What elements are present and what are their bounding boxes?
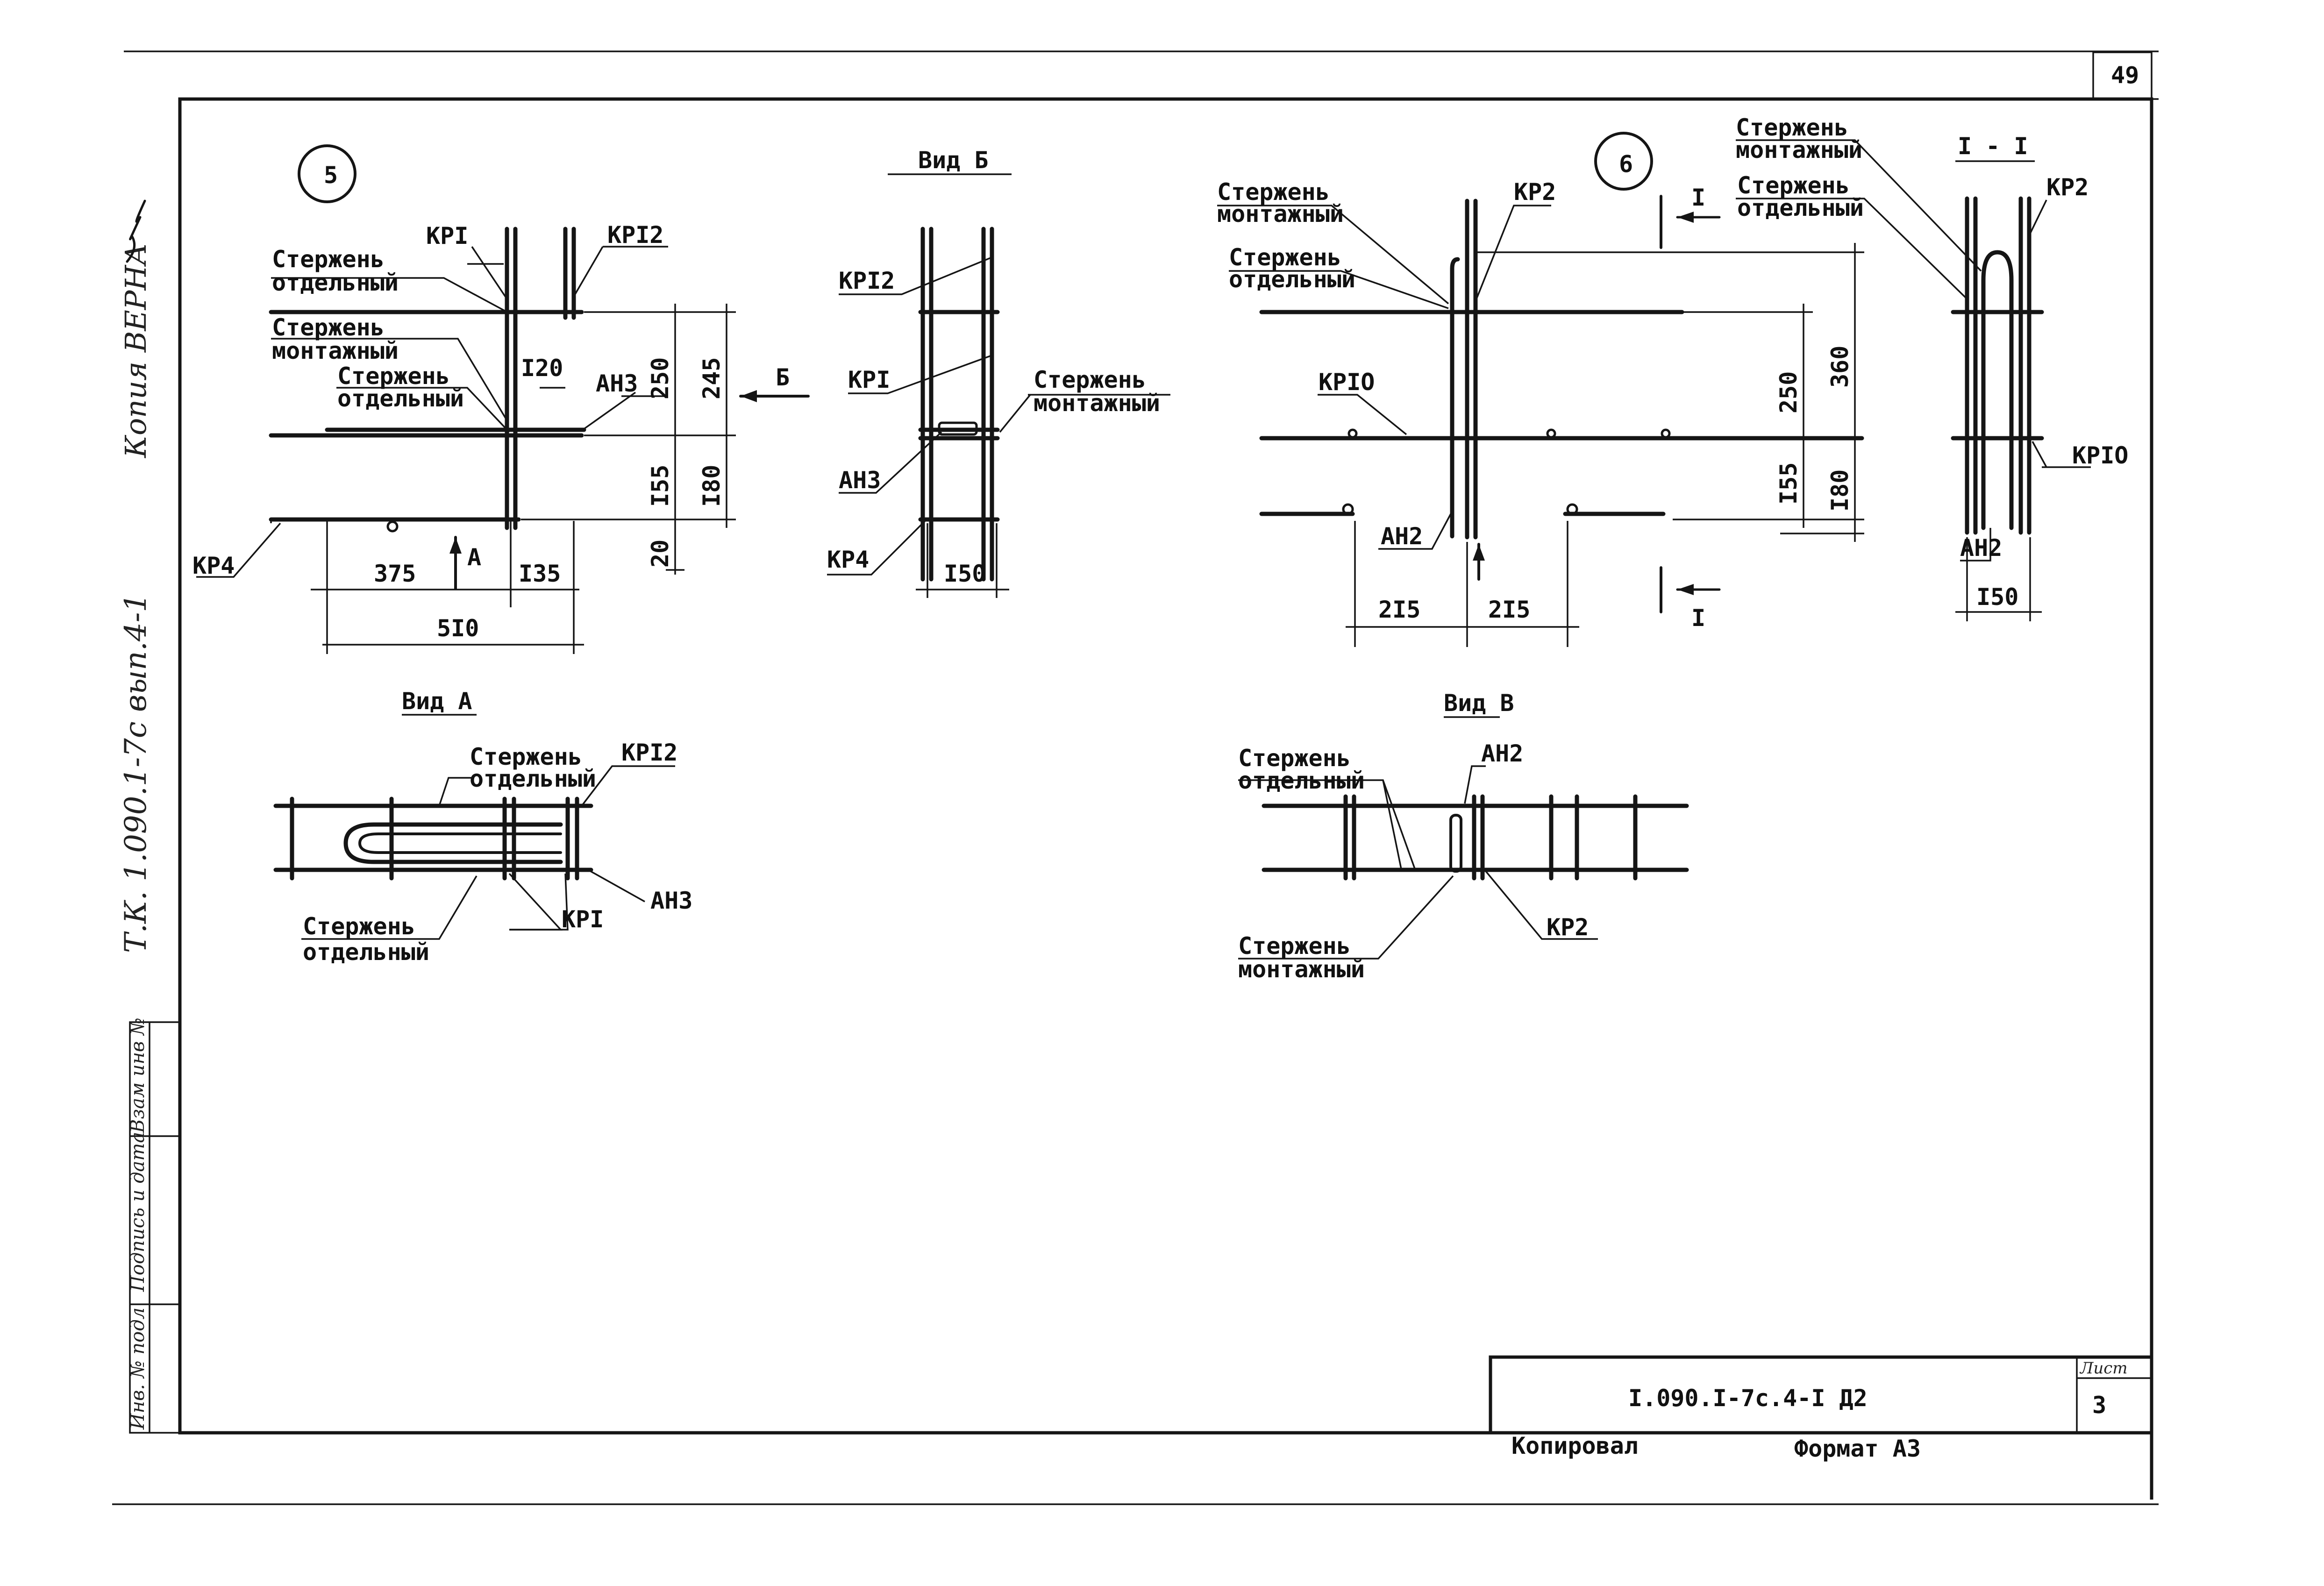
sheet-number: 3	[2092, 1392, 2106, 1419]
node-5-bar-type-3: отдельный	[337, 385, 464, 412]
section-kp10: КРIО	[2072, 442, 2128, 469]
node-5-bar-label-2: Стержень	[272, 314, 385, 341]
view-v-bar-type-2: монтажный	[1238, 956, 1365, 983]
dim-node5-135: I35	[519, 560, 561, 587]
dim-node5-20: 20	[647, 540, 674, 568]
node-6-cut-label-bottom: I	[1691, 605, 1705, 632]
node-5-bar-type-2: монтажный	[272, 337, 399, 364]
dim-node5-180: I80	[698, 465, 725, 507]
page-number: 49	[2111, 62, 2139, 89]
view-b-bar-type: монтажный	[1034, 390, 1160, 417]
dim-node5-375: 375	[374, 560, 416, 587]
view-a-an3: АН3	[650, 887, 692, 914]
node-6-label: 6	[1619, 150, 1633, 178]
view-b-kp1: КРI	[848, 366, 890, 393]
view-v-kp2: КР2	[1547, 914, 1589, 941]
view-a-bar-label-2: Стержень	[303, 913, 415, 940]
dim-section-150: I50	[1976, 583, 2018, 611]
section-kp2: КР2	[2046, 174, 2089, 201]
dim-view-b-150: I50	[944, 560, 986, 587]
stamp-cell-signature: Подпись и дата	[127, 1132, 149, 1292]
section-bar-type-2: отдельный	[1737, 194, 1864, 221]
view-b-kp4: КР4	[827, 546, 869, 573]
node-5-arrow-b: Б	[776, 364, 790, 391]
page-number-box	[2092, 51, 2153, 100]
document-code: I.090.I-7c.4-I Д2	[1628, 1385, 1868, 1412]
margin-stamp	[129, 1021, 181, 1434]
node-5-kp4: КР4	[192, 552, 235, 579]
node-5-kp12: КРI2	[607, 221, 663, 249]
dim-node6-250: 250	[1775, 371, 1802, 413]
node-5-arrow-a: А	[467, 544, 481, 571]
view-v-bar-type-1: отдельный	[1238, 767, 1365, 794]
title-block	[1489, 1355, 2153, 1435]
node-6-bar-label-2: Стержень	[1229, 244, 1341, 271]
sheet-frame	[112, 50, 2159, 1505]
view-b-title: Вид Б	[918, 147, 989, 174]
dim-node5-510: 5I0	[437, 615, 479, 642]
view-a-bar-type-1: отдельный	[470, 765, 596, 792]
node-5-an3: АН3	[596, 370, 638, 397]
copied-by: Копировал	[1511, 1432, 1638, 1459]
view-v-drawing	[1238, 716, 1689, 960]
node-5-bar-type-1: отдельный	[272, 269, 399, 296]
section-bar-label-2: Стержень	[1737, 172, 1850, 199]
section-i-drawing	[1736, 139, 2091, 621]
view-b-drawing	[827, 173, 1170, 598]
node-6-kp10: КРIО	[1319, 369, 1375, 396]
dim-node6-180: I80	[1826, 469, 1853, 512]
node-6-cut-label-top: I	[1691, 184, 1705, 211]
dim-node6-215-right: 2I5	[1488, 596, 1530, 623]
dim-node6-155: I55	[1775, 462, 1802, 505]
dim-node5-155: I55	[647, 465, 674, 507]
section-bar-type-1: монтажный	[1736, 136, 1862, 164]
node-5-drawing	[196, 144, 810, 654]
node-5-bar-label-1: Стержень	[272, 246, 385, 273]
view-a-title: Вид А	[402, 688, 472, 715]
dim-node5-120: I20	[521, 355, 563, 382]
view-v-title: Вид В	[1444, 690, 1514, 717]
signature-scribble	[126, 199, 146, 263]
view-a-kp1: КРI	[562, 906, 604, 933]
node-6-kp2: КР2	[1514, 178, 1556, 206]
dim-node6-215-left: 2I5	[1378, 596, 1420, 623]
node-6-drawing	[1217, 132, 1864, 647]
view-b-bar-label: Стержень	[1034, 366, 1146, 393]
node-5-kp1: КРI	[426, 222, 468, 249]
view-v-an2: АН2	[1481, 740, 1523, 767]
view-a-bar-type-2: отдельный	[303, 939, 429, 966]
node-5-marker	[298, 144, 356, 203]
view-a-drawing	[273, 714, 675, 940]
dim-node6-360: 360	[1826, 346, 1853, 388]
view-v-bar-label-1: Стержень	[1238, 745, 1351, 772]
view-b-an3: АН3	[839, 467, 881, 494]
node-6-bar-type-2: отдельный	[1229, 266, 1355, 293]
view-a-bar-label-1: Стержень	[470, 743, 582, 770]
section-an2: АН2	[1960, 534, 2002, 562]
copy-certified-note: Копия ВЕРНА	[119, 243, 153, 459]
dim-node5-250: 250	[647, 357, 674, 399]
node-6-bar-label-1: Стержень	[1217, 178, 1330, 206]
node-5-label: 5	[324, 162, 338, 189]
stamp-cell-inventory: Инв. № подл	[127, 1308, 149, 1430]
node-6-an2: АН2	[1381, 523, 1423, 550]
view-a-kp12: КРI2	[621, 739, 677, 766]
series-note: Т.К. 1.090.1-7с вып.4-1	[119, 593, 153, 953]
node-6-marker	[1594, 132, 1653, 191]
stamp-cell-replace: Взам инв №	[127, 1017, 149, 1133]
section-title: I - I	[1958, 133, 2028, 160]
node-6-bar-type-1: монтажный	[1217, 200, 1344, 228]
section-bar-label-1: Стержень	[1736, 114, 1848, 141]
sheet-format: Формат А3	[1794, 1435, 1921, 1462]
sheet-label: Лист	[2079, 1359, 2128, 1378]
view-b-kp12: КРI2	[839, 267, 895, 294]
view-v-bar-label-2: Стержень	[1238, 932, 1351, 960]
node-5-bar-label-3: Стержень	[337, 363, 450, 390]
dim-node5-245: 245	[698, 357, 725, 399]
